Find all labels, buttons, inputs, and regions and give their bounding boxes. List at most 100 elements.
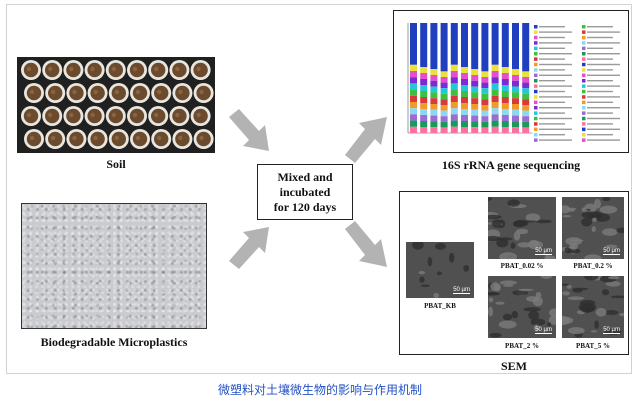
soil-cup — [84, 60, 105, 80]
legend-entry — [582, 35, 613, 40]
legend-entry — [534, 116, 572, 121]
soil-cup — [127, 106, 147, 126]
sem-image-kb: 50 µm — [406, 242, 474, 298]
legend-entry — [582, 84, 620, 88]
sem-texture — [488, 197, 556, 259]
legend-entry — [582, 122, 613, 126]
legend-entry — [582, 127, 620, 132]
sem-image-2: 50 µm — [488, 276, 556, 338]
legend-entry — [582, 30, 620, 34]
soil-cup — [87, 83, 108, 103]
sem-label: SEM — [500, 359, 527, 373]
scale-bar: 50 µm — [603, 248, 620, 255]
sem-texture — [412, 242, 470, 298]
flow-arrows — [229, 109, 387, 269]
sem-label-kb: PBAT_KB — [424, 302, 456, 310]
legend-entry — [534, 89, 565, 94]
legend-entry — [582, 89, 613, 94]
mix-line-2: incubated — [279, 184, 331, 199]
legend-entry — [582, 68, 613, 72]
legend-entry — [534, 57, 565, 61]
soil-cup — [151, 83, 172, 103]
stacked-bar — [410, 23, 417, 133]
soil-cup — [24, 129, 44, 149]
legend-entry — [582, 95, 620, 99]
stacked-bar — [471, 23, 479, 133]
soil-cup — [105, 106, 126, 126]
soil-cups-image — [17, 57, 215, 153]
stacked-bar — [481, 23, 489, 133]
legend-entry — [534, 35, 565, 40]
sem-image-0-02: 50 µm — [488, 197, 556, 259]
soil-cup — [87, 129, 108, 149]
soil-cup — [21, 106, 41, 126]
sem-image-0-2: 50 µm — [562, 197, 624, 259]
sem-panel: 50 µm PBAT_KB 50 µm PBAT_0.02 % 50 µm PB… — [399, 191, 629, 355]
legend-entry — [534, 79, 565, 83]
soil-cup — [169, 60, 190, 80]
soil-cup — [193, 83, 214, 103]
soil-cup — [45, 129, 66, 149]
soil-cup — [45, 83, 66, 103]
scale-bar: 50 µm — [535, 327, 552, 334]
legend-entry — [582, 116, 620, 121]
legend-entry — [534, 73, 572, 78]
legend-entry — [582, 41, 620, 45]
legend-entry — [534, 46, 565, 51]
sequencing-label: 16S rRNA gene sequencing — [441, 158, 581, 172]
stacked-bar — [522, 23, 530, 133]
soil-cup — [21, 60, 41, 80]
scale-bar: 50 µm — [535, 248, 552, 255]
soil-photo — [17, 57, 215, 153]
legend-entry — [534, 84, 572, 88]
legend-entry — [582, 111, 613, 115]
sem-label-0-02: PBAT_0.02 % — [500, 262, 544, 270]
sem-texture — [488, 276, 556, 338]
microplastics-photo — [21, 203, 207, 329]
soil-cup — [66, 83, 87, 103]
arrow-mix-to-seq — [345, 117, 387, 163]
soil-cup — [105, 60, 126, 80]
sem-image-5: 50 µm — [562, 276, 624, 338]
legend-entry — [582, 100, 613, 105]
scale-bar: 50 µm — [453, 287, 470, 294]
soil-cup — [169, 106, 190, 126]
sequencing-chart-panel — [393, 10, 629, 153]
microplastics-label: Biodegradable Microplastics — [40, 335, 188, 349]
legend-entry — [582, 106, 620, 110]
stacked-bar — [461, 23, 468, 133]
soil-cup — [84, 106, 105, 126]
soil-cup — [63, 106, 84, 126]
legend-entry — [582, 57, 613, 61]
stacked-bar-chart-image — [407, 23, 620, 142]
legend-entry — [582, 25, 613, 29]
soil-cup — [151, 129, 172, 149]
soil-cup — [190, 60, 211, 80]
soil-cup — [172, 83, 193, 103]
mix-line-1: Mixed and — [277, 169, 333, 184]
soil-cup — [190, 106, 211, 126]
legend-entry — [534, 25, 565, 29]
figure-frame: Soil Biodegradable Microplastics Mixed a… — [6, 4, 632, 374]
arrow-mp-to-mix — [229, 227, 269, 269]
legend-entry — [534, 138, 572, 142]
soil-cup — [42, 106, 63, 126]
soil-cup — [63, 60, 84, 80]
sem-label-2: PBAT_2 % — [505, 342, 539, 350]
stacked-bar — [450, 23, 458, 133]
sem-label-0-2: PBAT_0.2 % — [573, 262, 613, 270]
legend-entry — [582, 52, 620, 56]
legend-entry — [582, 79, 613, 83]
sem-label-5: PBAT_5 % — [576, 342, 610, 350]
stacked-bar — [501, 23, 509, 133]
mix-incubate-box: Mixed and incubated for 120 days — [257, 164, 353, 220]
scale-bar: 50 µm — [603, 327, 620, 334]
arrow-mix-to-sem — [345, 221, 387, 267]
legend-entry — [534, 30, 572, 34]
legend-entry — [534, 95, 572, 99]
arrow-soil-to-mix — [229, 109, 269, 151]
legend-entry — [534, 122, 565, 126]
soil-cup — [24, 83, 44, 103]
legend-entry — [582, 62, 620, 67]
soil-label: Soil — [106, 157, 126, 171]
